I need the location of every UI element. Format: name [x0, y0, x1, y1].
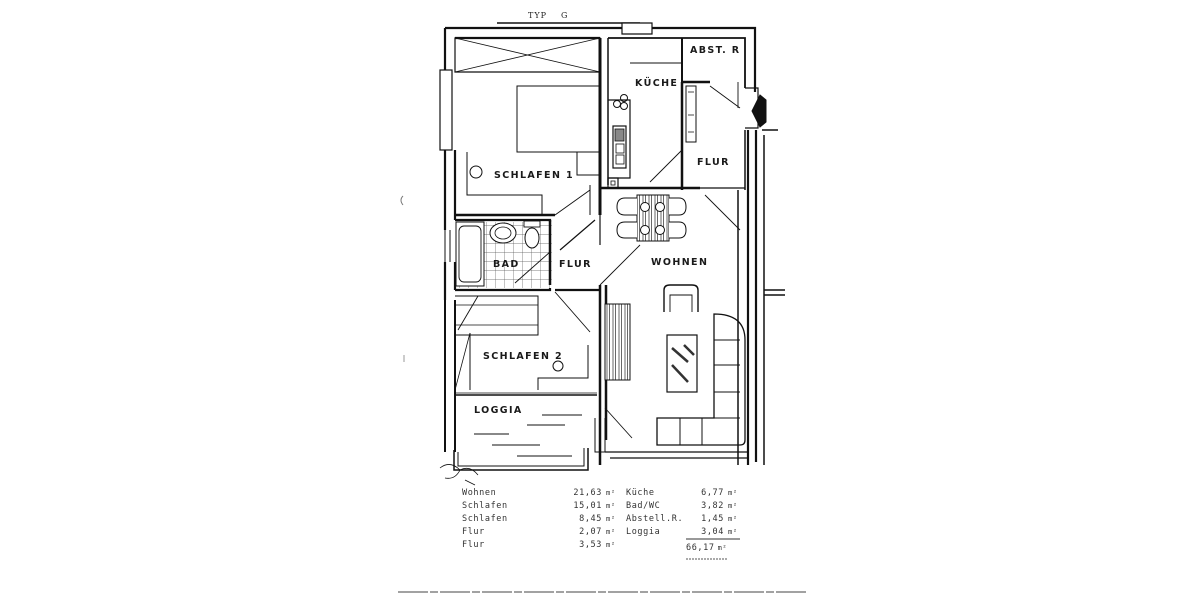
room-label-wohnen: WOHNEN	[651, 257, 709, 268]
dining-table	[616, 194, 687, 242]
plan-title-type: G	[561, 11, 569, 20]
area-total-value: 66,17	[686, 543, 715, 553]
wardrobe	[604, 303, 631, 381]
room-kueche	[600, 62, 700, 190]
living-furniture	[656, 284, 746, 446]
room-label-schlafen1: SCHLAFEN 1	[494, 170, 575, 181]
room-schlafen1	[454, 37, 601, 217]
plan-title-prefix: TYP	[528, 11, 547, 20]
room-label-kueche: KÜCHE	[635, 78, 679, 89]
room-bad	[455, 218, 552, 292]
room-label-flur-mid: FLUR	[559, 259, 592, 270]
room-label-loggia: LOGGIA	[474, 405, 523, 416]
room-label-bad: BAD	[493, 259, 520, 270]
outer-walls	[439, 22, 785, 465]
room-schlafen2	[454, 295, 589, 391]
room-label-abstellraum: ABST. R	[690, 45, 741, 56]
area-total-unit: m²	[717, 544, 728, 552]
plan-title: TYP G	[528, 11, 568, 20]
room-abstellraum-flur	[681, 38, 746, 465]
scan-mark	[400, 195, 404, 206]
room-loggia	[439, 392, 748, 486]
room-label-schlafen2: SCHLAFEN 2	[483, 351, 564, 362]
room-label-flur-top: FLUR	[697, 157, 730, 168]
